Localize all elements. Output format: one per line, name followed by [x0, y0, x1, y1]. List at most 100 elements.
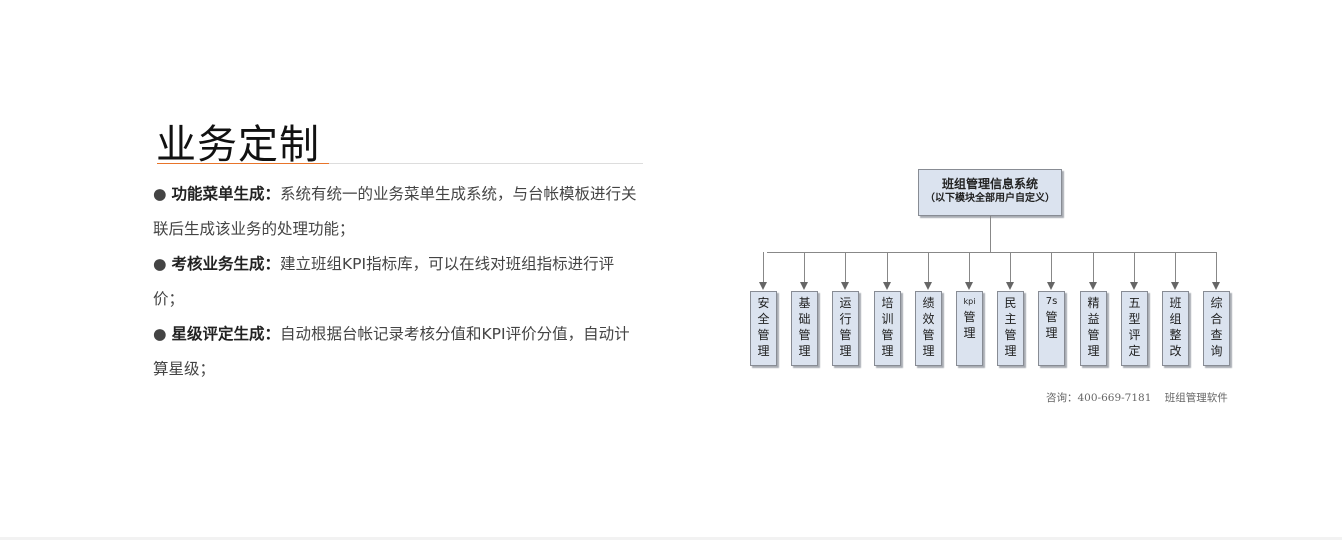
module-label-char: 合: [1210, 312, 1223, 326]
connector-drop: [887, 252, 888, 283]
module-label-char: 全: [757, 312, 770, 326]
arrow-down-icon: [924, 282, 932, 290]
feature-text: 系统有统一的业务菜单生成系统，与台帐模板进行关联后生成该业务的处理功能；: [153, 185, 637, 238]
org-diagram: 班组管理信息系统 （以下模块全部用户自定义） 安全管理基础管理运行管理培训管理绩…: [740, 160, 1240, 420]
arrow-down-icon: [759, 282, 767, 290]
module-label-char: 改: [1169, 344, 1182, 358]
module-label-char: 五: [1128, 296, 1141, 310]
module-label-char: 管: [922, 328, 935, 342]
module-label-char: 综: [1210, 296, 1223, 310]
connector-drop: [1216, 252, 1217, 283]
module-label-char: 理: [1087, 344, 1100, 358]
module-label-char: 理: [798, 344, 811, 358]
connector-drop: [1134, 252, 1135, 283]
module-node: 班组整改: [1162, 291, 1189, 366]
module-label-char: 管: [757, 328, 770, 342]
module-label-char: 管: [881, 328, 894, 342]
module-label-char: 评: [1128, 328, 1141, 342]
module-node: 运行管理: [832, 291, 859, 366]
title-divider: [157, 163, 643, 164]
module-label-char: 管: [798, 328, 811, 342]
page-bottom-border: [0, 537, 1342, 540]
connector-drop: [763, 252, 764, 283]
module-label-char: 查: [1210, 328, 1223, 342]
feature-item-star-rating: ● 星级评定生成：自动根据台帐记录考核分值和KPI评价分值，自动计算星级；: [153, 317, 643, 387]
module-label-char: 理: [1004, 344, 1017, 358]
arrow-down-icon: [1089, 282, 1097, 290]
module-label-char: 型: [1128, 312, 1141, 326]
module-label-char: 运: [839, 296, 852, 310]
arrow-down-icon: [800, 282, 808, 290]
arrow-down-icon: [1171, 282, 1179, 290]
feature-heading: 考核业务生成：: [171, 255, 280, 273]
module-label-char: kpi: [963, 297, 976, 306]
connector-trunk: [990, 216, 991, 252]
diagram-root-node: 班组管理信息系统 （以下模块全部用户自定义）: [918, 169, 1062, 216]
module-label-char: 管: [1045, 310, 1058, 324]
module-label-char: 训: [881, 312, 894, 326]
connector-drop: [804, 252, 805, 283]
connector-drop: [1051, 252, 1052, 283]
root-node-title: 班组管理信息系统: [941, 177, 1038, 191]
module-label-char: 理: [881, 344, 894, 358]
module-label-char: 主: [1004, 312, 1017, 326]
bullet-icon: ●: [153, 185, 167, 203]
feature-text: 建立班组KPI指标库，可以在线对班组指标进行评价；: [153, 255, 615, 308]
feature-item-menu: ● 功能菜单生成：系统有统一的业务菜单生成系统，与台帐模板进行关联后生成该业务的…: [153, 177, 643, 247]
module-label-char: 理: [757, 344, 770, 358]
module-label-char: 7s: [1045, 296, 1058, 307]
diagram-caption: 咨询：400-669-7181 班组管理软件: [1046, 390, 1228, 405]
bullet-icon: ●: [153, 255, 167, 273]
arrow-down-icon: [1130, 282, 1138, 290]
module-label-char: 基: [798, 296, 811, 310]
bullet-icon: ●: [153, 325, 167, 343]
module-label-char: 管: [1087, 328, 1100, 342]
feature-heading: 功能菜单生成：: [171, 185, 280, 203]
module-label-char: 民: [1004, 296, 1017, 310]
module-label-char: 益: [1087, 312, 1100, 326]
connector-drop: [845, 252, 846, 283]
module-label-char: 询: [1210, 344, 1223, 358]
module-label-char: 培: [881, 296, 894, 310]
caption-product: 班组管理软件: [1164, 392, 1228, 404]
arrow-down-icon: [1047, 282, 1055, 290]
module-label-char: 绩: [922, 296, 935, 310]
module-node: kpi 管理: [956, 291, 983, 366]
module-label-char: 理: [839, 344, 852, 358]
module-label-char: 安: [757, 296, 770, 310]
module-label-char: 理: [922, 344, 935, 358]
caption-phone: 咨询：400-669-7181: [1046, 392, 1152, 404]
connector-bus: [767, 252, 1217, 253]
arrow-down-icon: [883, 282, 891, 290]
arrow-down-icon: [965, 282, 973, 290]
module-node: 安全管理: [750, 291, 777, 366]
module-label-char: 整: [1169, 328, 1182, 342]
module-label-char: 精: [1087, 296, 1100, 310]
module-node: 五型评定: [1121, 291, 1148, 366]
module-label-char: 管: [1004, 328, 1017, 342]
feature-list: ● 功能菜单生成：系统有统一的业务菜单生成系统，与台帐模板进行关联后生成该业务的…: [153, 177, 643, 387]
feature-text: 自动根据台帐记录考核分值和KPI评价分值，自动计算星级；: [153, 325, 630, 378]
module-label-char: 效: [922, 312, 935, 326]
module-label-char: 管: [963, 310, 976, 324]
root-node-subtitle: （以下模块全部用户自定义）: [925, 193, 1055, 204]
connector-drop: [1010, 252, 1011, 283]
module-node: 精益管理: [1080, 291, 1107, 366]
connector-drop: [1093, 252, 1094, 283]
module-node: 民主管理: [997, 291, 1024, 366]
module-label-char: 础: [798, 312, 811, 326]
feature-heading: 星级评定生成：: [171, 325, 280, 343]
module-node: 基础管理: [791, 291, 818, 366]
feature-item-assessment: ● 考核业务生成：建立班组KPI指标库，可以在线对班组指标进行评价；: [153, 247, 643, 317]
section-title: 业务定制: [156, 121, 320, 168]
module-label-char: 理: [963, 326, 976, 340]
module-label-char: 管: [839, 328, 852, 342]
connector-drop: [969, 252, 970, 283]
arrow-down-icon: [841, 282, 849, 290]
module-node: 综合查询: [1203, 291, 1230, 366]
arrow-down-icon: [1006, 282, 1014, 290]
arrow-down-icon: [1212, 282, 1220, 290]
title-divider-accent: [157, 163, 329, 164]
module-node: 培训管理: [874, 291, 901, 366]
